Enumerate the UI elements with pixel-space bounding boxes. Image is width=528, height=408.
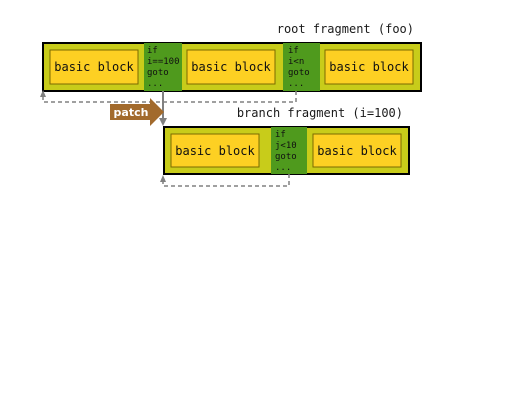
root-loop-connector (40, 90, 297, 103)
root-fragment-title: root fragment (foo) (277, 22, 414, 36)
condition-block: if j<10 goto ... (271, 127, 307, 174)
basic-block-label: basic block (175, 144, 255, 158)
basic-block-label: basic block (54, 60, 134, 74)
basic-block: basic block (186, 49, 276, 85)
side-exit-arrowhead (159, 118, 167, 126)
condition-block: if i<n goto ... (283, 43, 320, 91)
condition-line: ... (288, 79, 304, 89)
condition-line: if (288, 46, 299, 56)
condition-line: i==100 (147, 57, 180, 67)
branch-fragment-title: branch fragment (i=100) (237, 106, 403, 120)
condition-block: if i==100 goto ... (144, 43, 182, 91)
basic-block: basic block (170, 133, 260, 168)
condition-line: j<10 (275, 141, 297, 151)
basic-block: basic block (324, 49, 414, 85)
condition-line: ... (147, 79, 163, 89)
basic-block-label: basic block (317, 144, 397, 158)
root-loop-arrowhead (40, 90, 46, 97)
basic-block: basic block (49, 49, 139, 85)
condition-line: if (275, 130, 286, 140)
patch-arrow: patch (110, 98, 164, 126)
condition-line: goto (147, 68, 169, 78)
patch-label: patch (114, 106, 149, 119)
basic-block-label: basic block (329, 60, 409, 74)
condition-line: goto (288, 68, 310, 78)
condition-line: if (147, 46, 158, 56)
basic-block-label: basic block (191, 60, 271, 74)
side-exit-connector (159, 91, 167, 126)
condition-line: goto (275, 152, 297, 162)
branch-loop-arrowhead (160, 175, 166, 182)
condition-line: ... (275, 163, 291, 173)
condition-line: i<n (288, 57, 304, 67)
basic-block: basic block (312, 133, 402, 168)
root-fragment: root fragment (foo) basic block if i==10… (42, 22, 422, 92)
branch-loop-connector (160, 174, 290, 187)
branch-fragment: branch fragment (i=100) basic block if j… (163, 106, 410, 175)
